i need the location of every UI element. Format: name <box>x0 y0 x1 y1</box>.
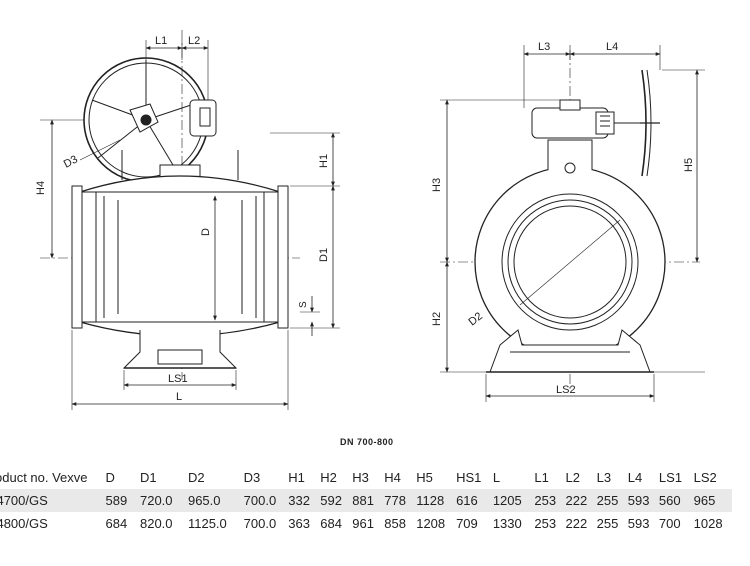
table-cell: L1 <box>534 470 549 485</box>
table-cell-product: Product no. Vexve <box>0 470 88 485</box>
flange-outer <box>474 166 666 358</box>
table-cell: 1028 <box>693 516 723 531</box>
table-cell: 253 <box>534 516 557 531</box>
table-cell: D <box>105 470 115 485</box>
drawing-caption: DN 700-800 <box>340 437 394 447</box>
table-cell: 965.0 <box>187 489 244 512</box>
table-cell: 961 <box>352 516 374 531</box>
label-L2: L2 <box>188 35 200 47</box>
table-cell: 222 <box>565 516 588 531</box>
table-cell: LS1 <box>658 470 683 485</box>
label-D1: D1 <box>318 248 330 262</box>
table-cell: L <box>492 470 501 485</box>
side-view <box>40 30 340 410</box>
handwheel <box>83 57 209 183</box>
label-H2: H2 <box>431 312 443 326</box>
table-cell: 593 <box>627 516 650 531</box>
table-cell: 616 <box>456 489 493 512</box>
table-cell: 363 <box>288 516 310 531</box>
table-cell: 700.0 <box>243 516 277 531</box>
table-cell: 253 <box>534 489 566 512</box>
label-LS1: LS1 <box>168 373 188 385</box>
table-cell: 593 <box>627 489 659 512</box>
label-D: D <box>200 228 212 236</box>
label-L4: L4 <box>606 41 618 53</box>
table-cell: H1 <box>288 470 305 485</box>
table-cell: 720.0 <box>139 489 188 512</box>
table-cell: L3 <box>596 470 612 485</box>
table-cell: 332 <box>288 489 321 512</box>
valve-technical-drawing: L1 L2 H4 D3 H1 D1 D S LS1 L <box>35 30 705 410</box>
table-cell: 820.0 <box>139 516 173 531</box>
table-cell: H3 <box>352 470 369 485</box>
label-L1: L1 <box>155 35 167 47</box>
table-cell: D3 <box>243 470 261 485</box>
label-S: S <box>298 301 309 308</box>
table-cell: 222 <box>565 489 597 512</box>
table-cell: 1208 <box>416 516 446 531</box>
table-cell: 684 <box>320 516 342 531</box>
table-cell: D1 <box>139 470 157 485</box>
table-cell: 592 <box>320 489 353 512</box>
label-L: L <box>176 391 182 403</box>
label-H5: H5 <box>683 158 695 172</box>
dimensions-table: Product no. Vexve D D1 D2 D3 H1 H2 H3 H4 H5 HS1 L L1… <box>0 466 732 535</box>
table-row: 264800/GS 684 820.0 1125.0 700.0 363 684 961 858… <box>0 512 732 535</box>
table-cell: 709 <box>456 516 478 531</box>
table-cell: H5 <box>416 470 433 485</box>
table-cell: L4 <box>627 470 643 485</box>
table-cell: H4 <box>384 470 401 485</box>
table-row: 264700/GS589720.0965.0700.03325928817781… <box>0 489 732 512</box>
table-cell: 1128 <box>416 489 457 512</box>
table-cell: 1205 <box>492 489 535 512</box>
table-cell: 858 <box>384 516 406 531</box>
table-cell: 881 <box>352 489 385 512</box>
table-cell: D2 <box>187 470 205 485</box>
label-LS2: LS2 <box>556 384 576 396</box>
valve-body <box>79 175 281 337</box>
table-cell: 778 <box>384 489 417 512</box>
table-cell: 965 <box>693 489 732 512</box>
table-cell: 1125.0 <box>187 516 227 531</box>
label-D2: D2 <box>466 310 484 328</box>
table-cell: 700.0 <box>243 489 289 512</box>
table-header-row: Product no. Vexve D D1 D2 D3 H1 H2 H3 H4 H5 HS1 L L1… <box>0 466 732 489</box>
table-cell: 255 <box>596 489 628 512</box>
front-view <box>440 45 705 402</box>
table-cell-product: 264800/GS <box>0 516 48 531</box>
label-H4: H4 <box>35 181 47 195</box>
table-cell: L2 <box>565 470 580 485</box>
table-cell: HS1 <box>456 470 482 485</box>
table-cell: LS2 <box>693 470 717 485</box>
table-cell: 255 <box>596 516 619 531</box>
table-cell-product: 264700/GS <box>0 489 106 512</box>
table-cell: 560 <box>658 489 694 512</box>
label-H3: H3 <box>431 178 443 192</box>
label-H1: H1 <box>318 154 330 168</box>
label-D3: D3 <box>62 153 80 170</box>
table-cell: 589 <box>105 489 140 512</box>
table-cell: H2 <box>320 470 337 485</box>
table-cell: 684 <box>105 516 128 531</box>
table-cell: 1330 <box>492 516 522 531</box>
table-cell: 700 <box>658 516 681 531</box>
label-L3: L3 <box>538 41 550 53</box>
